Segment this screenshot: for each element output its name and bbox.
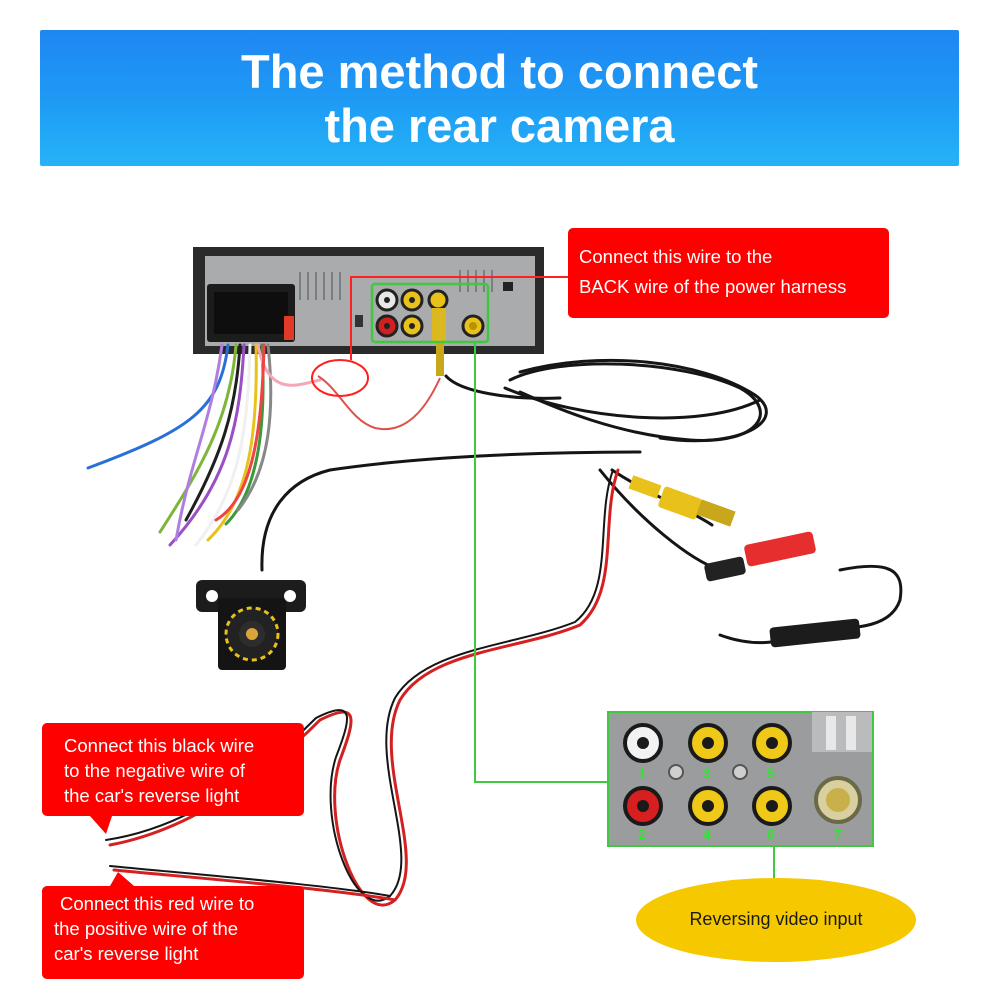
port-number-2: 2 xyxy=(638,826,646,842)
red-wire-callout: Connect this red wire to the positive wi… xyxy=(42,886,304,979)
black-wire-callout: Connect this black wire to the negative … xyxy=(42,723,304,816)
callout-red-pointer xyxy=(110,872,134,886)
back-wire-marker xyxy=(311,359,369,397)
black-wire-callout-line-3: the car's reverse light xyxy=(64,785,240,806)
back-wire-callout-line-1: Connect this wire to the xyxy=(579,246,773,267)
port-number-3: 3 xyxy=(703,765,711,781)
harness-wires xyxy=(86,343,322,547)
port-detail-panel xyxy=(607,711,874,847)
reversing-video-input-label: Reversing video input xyxy=(689,909,863,929)
port-number-1: 1 xyxy=(638,765,646,781)
reversing-video-input-ellipse xyxy=(636,878,916,962)
callout-black-pointer xyxy=(90,816,112,834)
rear-camera xyxy=(196,580,306,670)
reverse-light-wire xyxy=(105,468,620,907)
black-wire-callout-line-1: Connect this black wire xyxy=(64,735,255,756)
rca-highlight-box xyxy=(370,282,490,344)
head-unit xyxy=(193,247,544,354)
title-banner: The method to connect the rear camera xyxy=(40,30,959,166)
back-wire-callout-line-2: BACK wire of the power harness xyxy=(579,276,847,297)
black-wire-callout-line-2: to the negative wire of xyxy=(64,760,245,781)
back-wire xyxy=(317,375,441,431)
callout-top-leader xyxy=(350,276,568,360)
title-line-1: The method to connect xyxy=(241,45,758,98)
port-number-6: 6 xyxy=(767,826,775,842)
red-wire-callout-line-1: Connect this red wire to xyxy=(60,893,255,914)
port-number-7: 7 xyxy=(834,826,842,842)
title-line-2: the rear camera xyxy=(324,99,675,152)
port-number-5: 5 xyxy=(767,765,775,781)
guide-line xyxy=(474,342,608,783)
port-number-4: 4 xyxy=(703,826,711,842)
red-wire-callout-line-3: car's reverse light xyxy=(54,943,199,964)
back-wire-callout: Connect this wire to the BACK wire of th… xyxy=(568,228,889,318)
red-wire-callout-line-2: the positive wire of the xyxy=(54,918,239,939)
cable-rca-connectors xyxy=(628,475,861,648)
rca-jack-cluster xyxy=(375,288,485,376)
camera-cable xyxy=(260,358,903,645)
